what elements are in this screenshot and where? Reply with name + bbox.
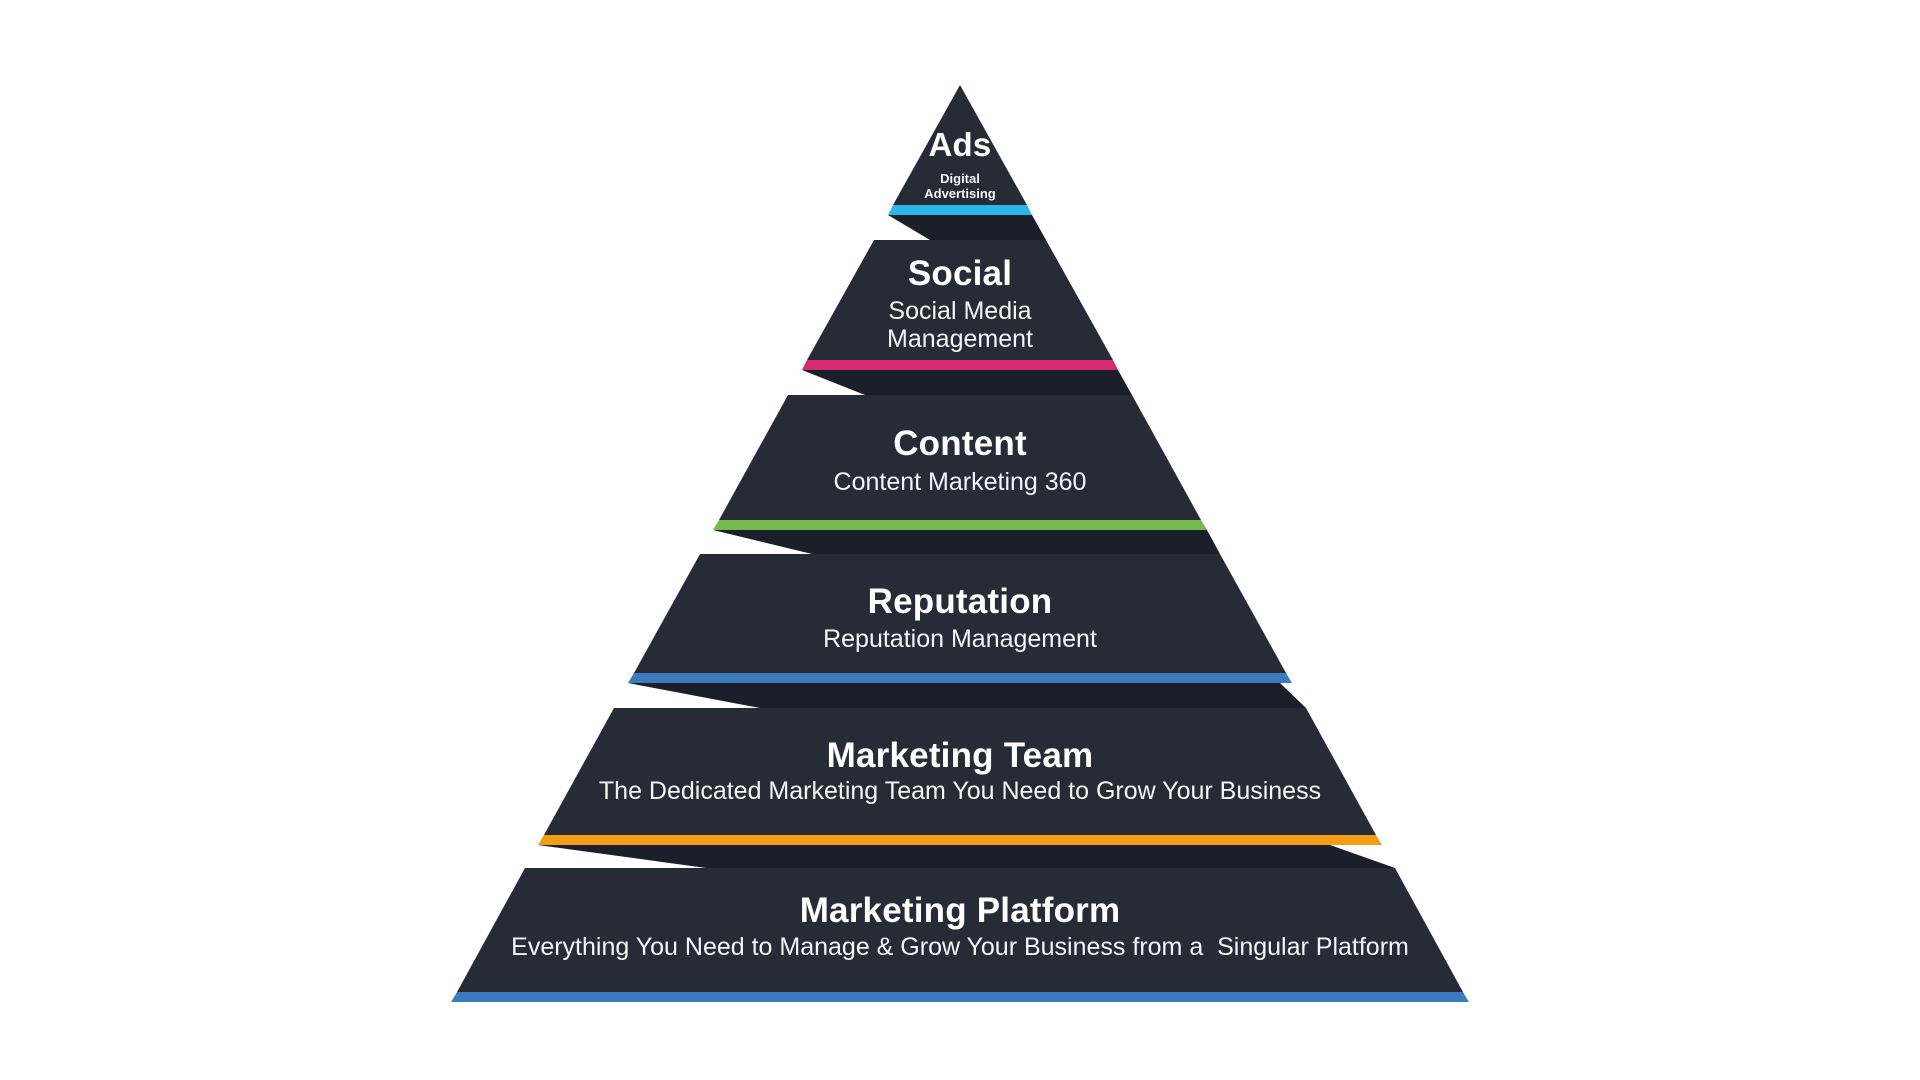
tier-marketing-team-subtitle: The Dedicated Marketing Team You Need to…	[598, 776, 1322, 805]
tier-content-title: Content	[893, 424, 1027, 463]
tier-content-subtitle: Content Marketing 360	[833, 467, 1087, 496]
tier-social-labels: Social Social Media Management	[0, 254, 1920, 353]
tier-marketing-platform-subtitle: Everything You Need to Manage & Grow You…	[511, 932, 1409, 961]
tier-social-subtitle: Social Media Management	[887, 296, 1033, 353]
tier-reputation-subtitle: Reputation Management	[823, 624, 1097, 653]
tier-reputation-title: Reputation	[867, 582, 1053, 621]
tier-ads-labels: Ads Digital Advertising	[0, 126, 1920, 201]
tier-content-labels: Content Content Marketing 360	[0, 424, 1920, 496]
tier-social-title: Social	[907, 254, 1013, 293]
tier-marketing-team-title: Marketing Team	[826, 736, 1094, 775]
tier-marketing-team-labels: Marketing Team The Dedicated Marketing T…	[0, 736, 1920, 805]
tier-marketing-platform-title: Marketing Platform	[799, 891, 1121, 930]
tier-reputation-labels: Reputation Reputation Management	[0, 582, 1920, 653]
tier-ads-subtitle: Digital Advertising	[924, 170, 996, 201]
tier-marketing-platform-labels: Marketing Platform Everything You Need t…	[0, 891, 1920, 961]
tier-ads-title: Ads	[928, 126, 992, 163]
